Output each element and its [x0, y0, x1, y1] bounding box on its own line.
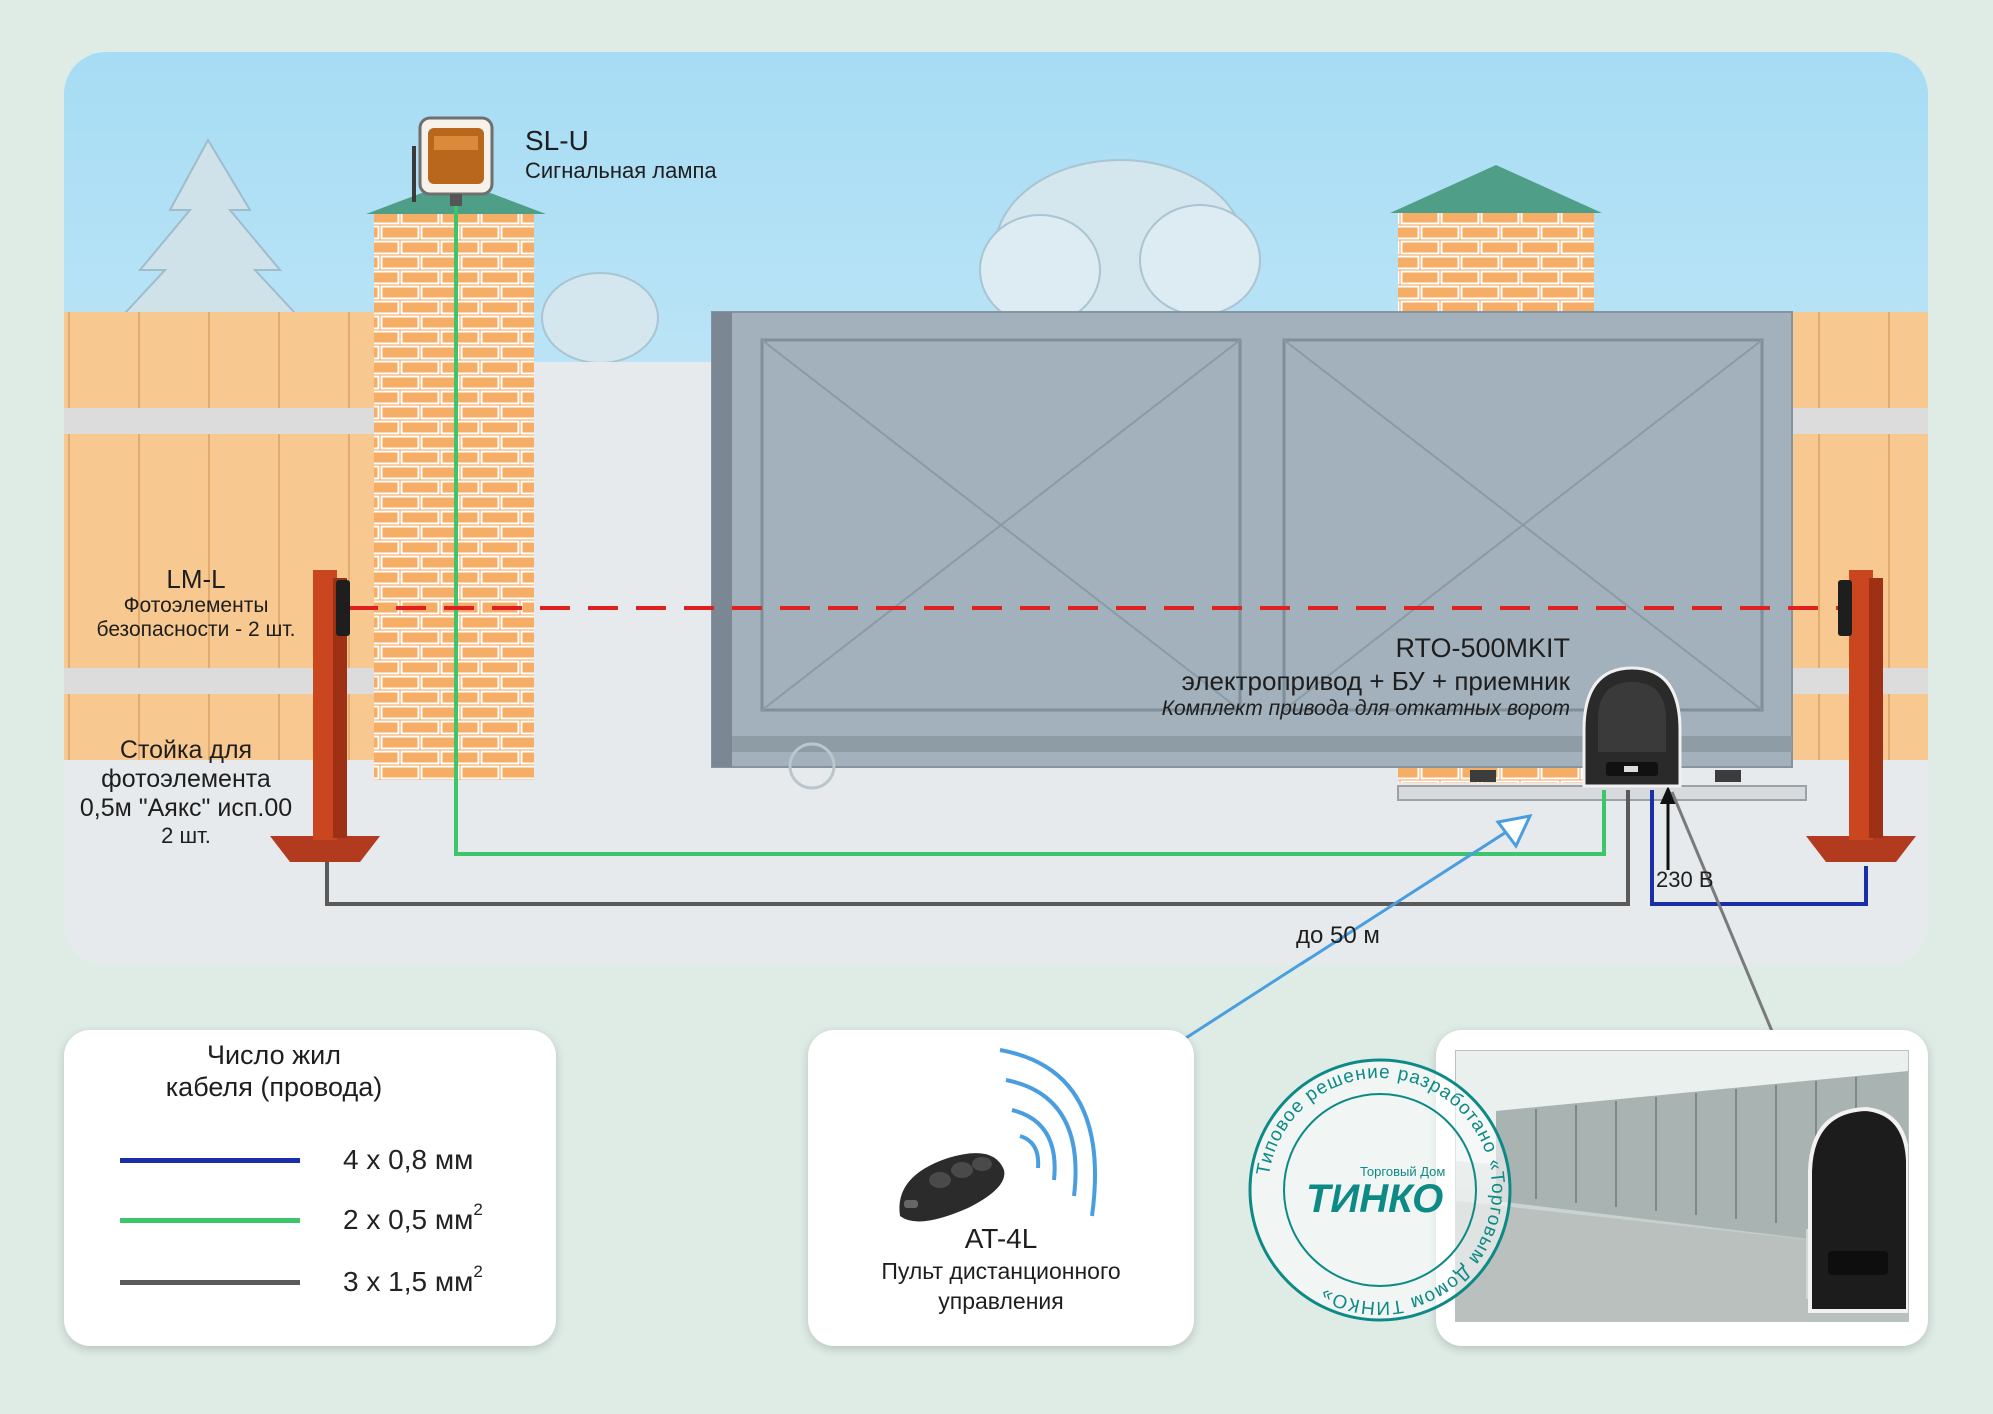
- legend-item: 4 х 0,8 мм: [64, 1142, 556, 1182]
- photocell-stand-line-2: фотоэлемента: [101, 765, 271, 793]
- photocell-stand-line-4: 2 шт.: [161, 823, 211, 848]
- cable-blue: [1650, 790, 1868, 906]
- remote-fob-icon: [899, 1153, 1005, 1222]
- cable-green: [454, 206, 1606, 856]
- legend-title-line-2: кабеля (провода): [165, 1072, 383, 1102]
- photocell-stand-right: [1806, 570, 1916, 862]
- legend-item: 3 х 1,5 мм2: [64, 1262, 556, 1304]
- legend-item-label: 3 х 1,5 мм: [343, 1266, 474, 1297]
- cable-gray: [325, 790, 1630, 906]
- signal-lamp-description: Сигнальная лампа: [525, 158, 717, 183]
- cable-legend: Число жил кабеля (провода) 4 х 0,8 мм 2 …: [64, 1030, 556, 1346]
- legend-item-sup: 2: [473, 1200, 483, 1219]
- legend-item-label: 2 х 0,5 мм: [343, 1204, 474, 1235]
- legend-title-line-1: Число жил: [206, 1040, 342, 1070]
- installation-photo: [1455, 1050, 1909, 1322]
- signal-lamp: [412, 116, 494, 206]
- legend-swatch-blue: [120, 1158, 300, 1163]
- photocells-description-2: безопасности - 2 шт.: [96, 618, 296, 641]
- power-arrow: [1660, 786, 1676, 870]
- legend-swatch-green: [120, 1218, 300, 1223]
- range-label: до 50 м: [1296, 922, 1380, 949]
- power-label: 230 В: [1656, 867, 1714, 892]
- remote-control-panel: AT-4L Пульт дистанционного управления: [808, 1030, 1194, 1346]
- remote-description-1: Пульт дистанционного: [881, 1258, 1121, 1284]
- drive-description: электропривод + БУ + приемник: [1181, 666, 1570, 696]
- main-scene: [64, 52, 1928, 965]
- legend-item-label: 4 х 0,8 мм: [343, 1144, 474, 1175]
- remote-model: AT-4L: [964, 1223, 1038, 1254]
- signal-waves-icon: [999, 1048, 1097, 1217]
- photo-pointer: [1670, 791, 1776, 1037]
- photo-illustration: [1456, 1051, 1908, 1321]
- drive-model: RTO-500MKIT: [1395, 633, 1570, 663]
- legend-item-sup: 2: [473, 1262, 483, 1281]
- remote-description-2: управления: [938, 1288, 1064, 1314]
- photocell-stand-line-1: Стойка для: [119, 736, 253, 764]
- signal-lamp-model: SL-U: [525, 125, 589, 156]
- bush-tree-center: [979, 159, 1261, 341]
- photocells-description-1: Фотоэлементы: [123, 594, 269, 617]
- remote-illustration: [899, 1048, 1097, 1222]
- drive-subtitle: Комплект привода для откатных ворот: [1161, 697, 1570, 720]
- small-tree: [541, 272, 659, 390]
- radio-link: [1129, 813, 1533, 965]
- photocell-stand-left: [270, 570, 380, 862]
- photocell-stand-line-3: 0,5м "Аякс" исп.00: [79, 794, 293, 822]
- photocells-model: LM-L: [166, 564, 226, 594]
- legend-swatch-gray: [120, 1280, 300, 1285]
- gate-drive-unit: [1582, 666, 1682, 788]
- legend-item: 2 х 0,5 мм2: [64, 1200, 556, 1242]
